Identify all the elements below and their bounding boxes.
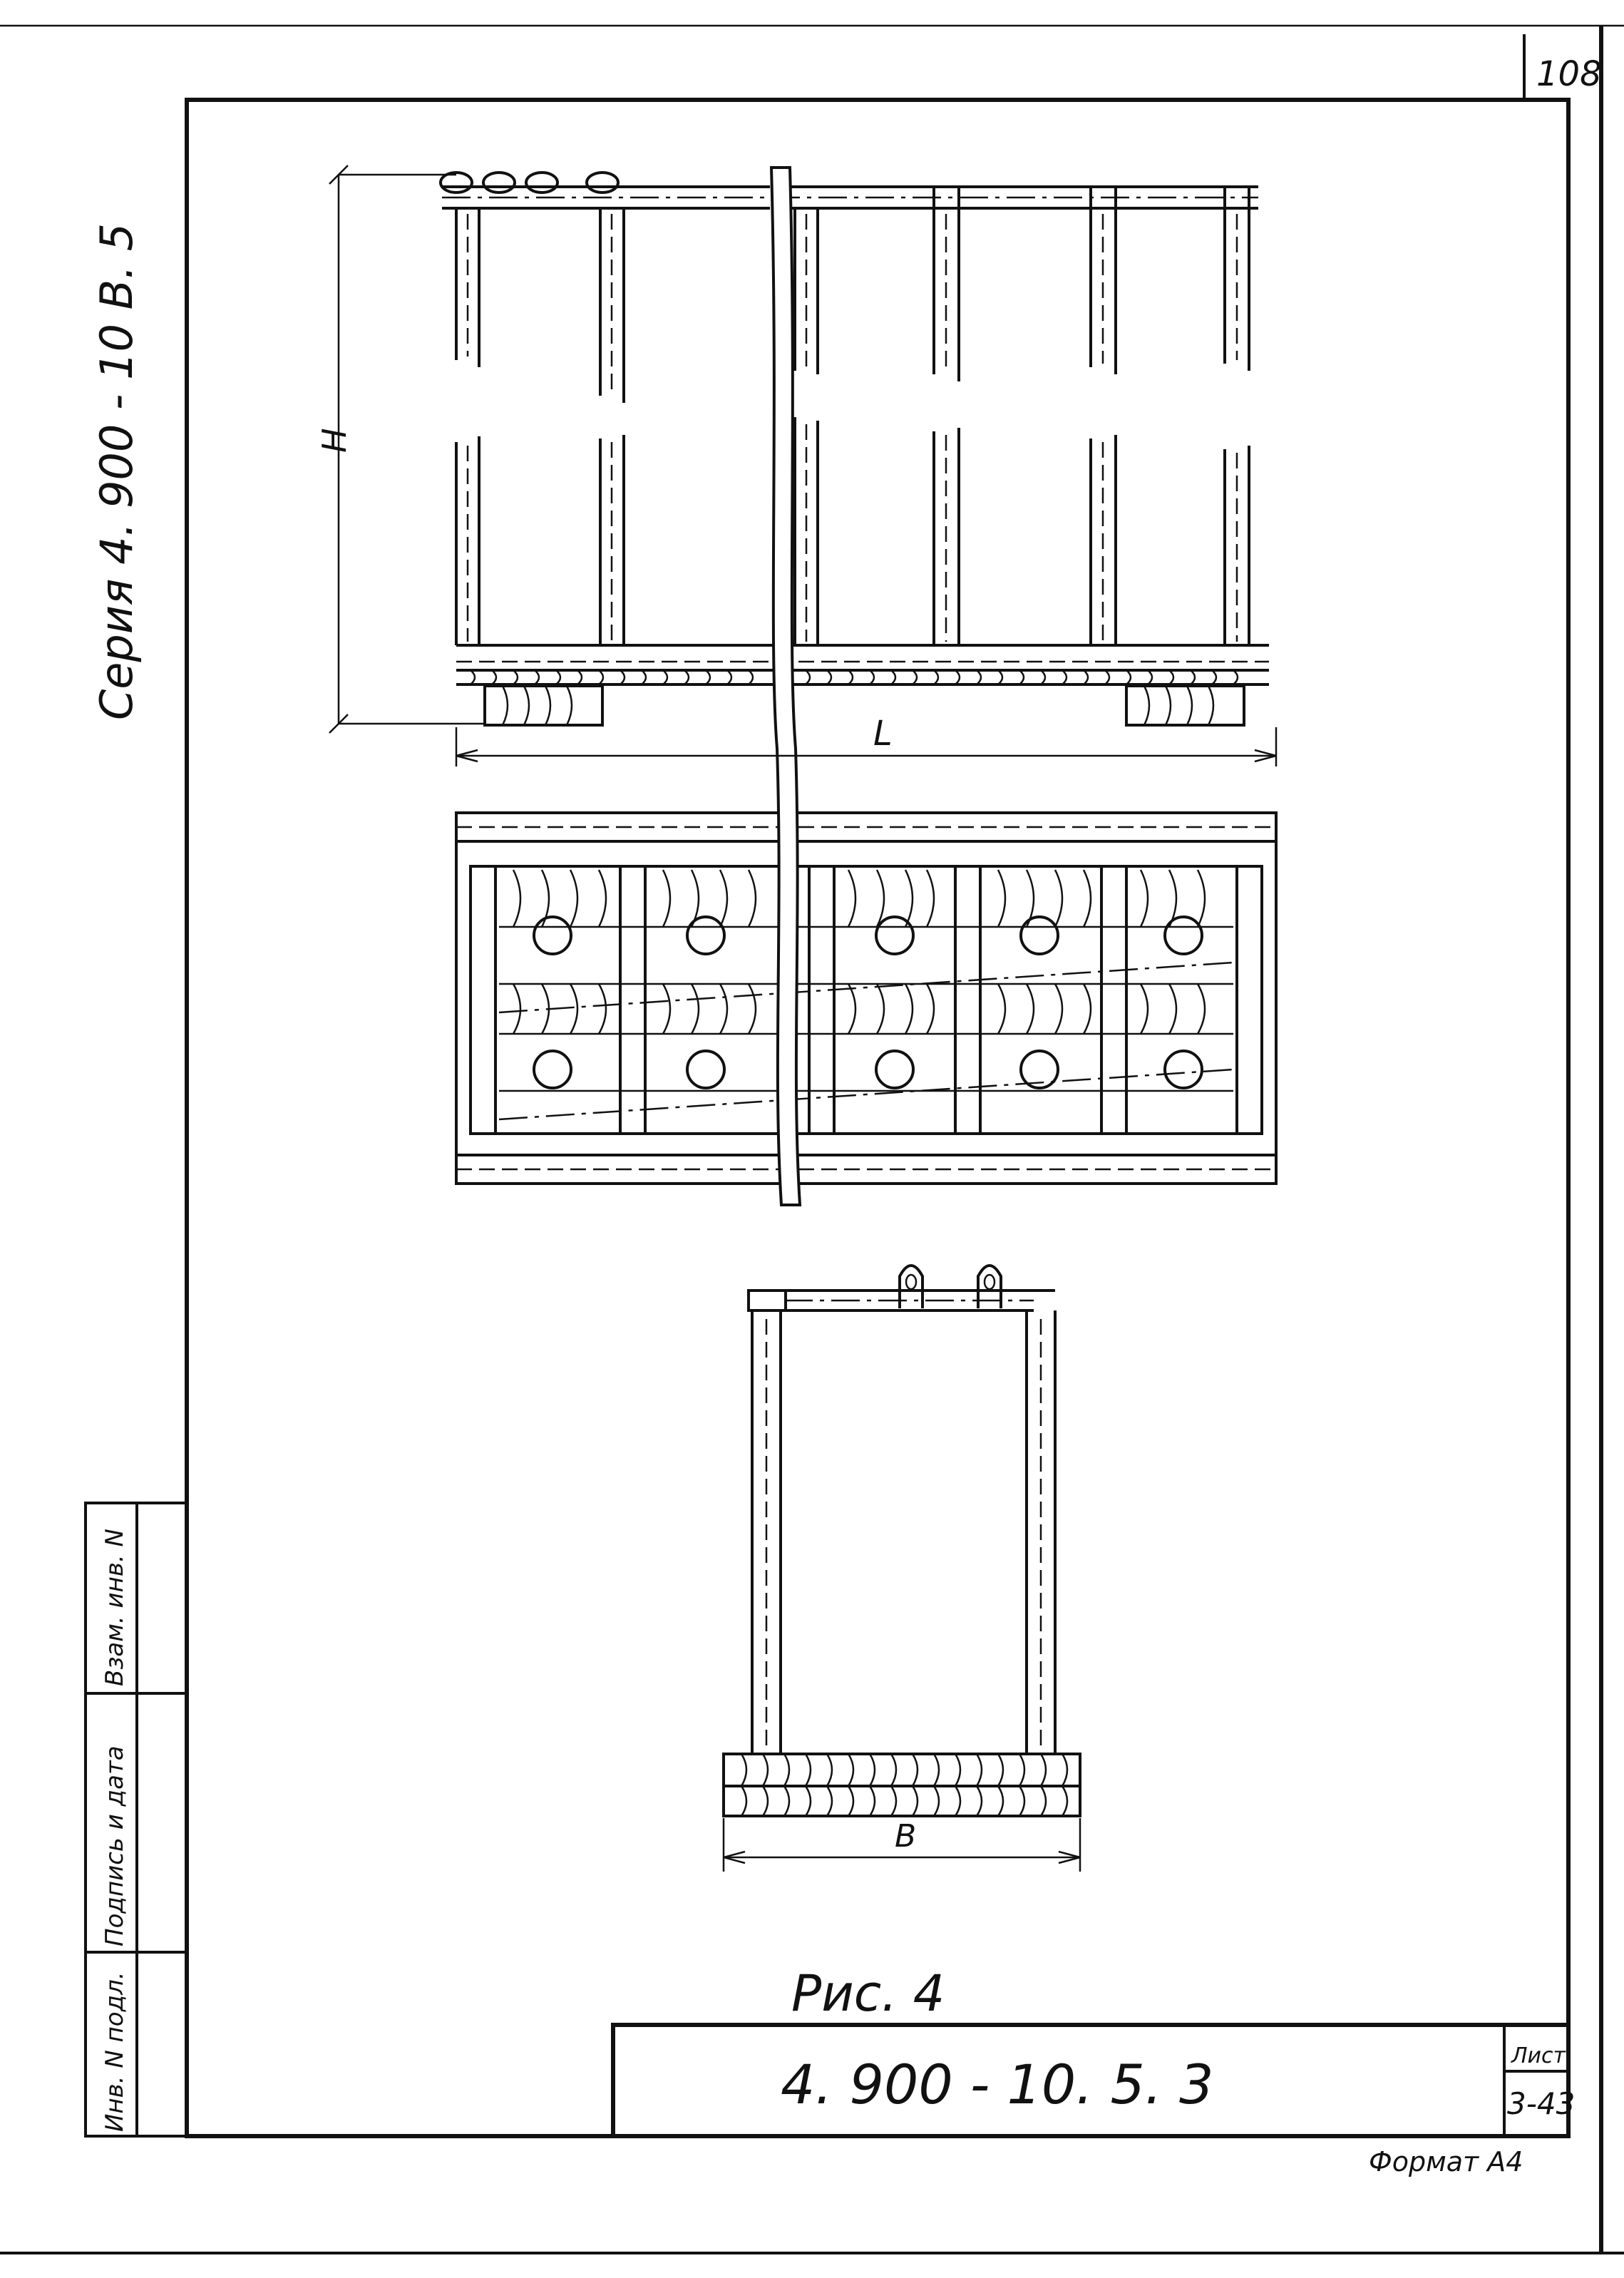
sheet-number: 3-43	[1507, 2086, 1575, 2121]
dimension-height: Н	[315, 165, 485, 734]
side-stamp-col1: Инв. N подл.	[101, 1971, 129, 2132]
figure-caption: Рис. 4	[791, 1964, 945, 2023]
side-stamp-col2: Подпись и дата	[101, 1745, 129, 1946]
title-block: 4. 900 - 10. 5. 3 Лист 3-43	[611, 2023, 1575, 2138]
dimension-width-label: В	[895, 1818, 916, 1854]
side-stamp-col3: Взам. инв. N	[101, 1529, 129, 1686]
chain-links	[439, 171, 620, 194]
dimension-length: L	[455, 714, 1278, 766]
sheet-label: Лист	[1511, 2043, 1567, 2068]
lower-posts	[455, 417, 1250, 645]
dimension-length-label: L	[873, 714, 893, 754]
break-line	[769, 166, 802, 1206]
upper-posts	[455, 187, 1250, 403]
format-label: Формат А4	[1369, 2146, 1523, 2177]
dimension-height-label: Н	[315, 428, 354, 453]
dimension-width: В	[722, 1818, 1081, 1872]
plan-view	[455, 811, 1278, 1185]
end-view	[722, 1264, 1081, 1817]
side-stamp: Инв. N подл. Подпись и дата Взам. инв. N	[84, 1502, 188, 2138]
drawing-frame	[185, 98, 1571, 2138]
designation: 4. 900 - 10. 5. 3	[781, 2053, 1214, 2116]
series-stamp: Серия 4. 900 - 10 В. 5	[91, 223, 143, 720]
front-view	[439, 171, 1269, 727]
page-number: 108	[1536, 54, 1602, 94]
